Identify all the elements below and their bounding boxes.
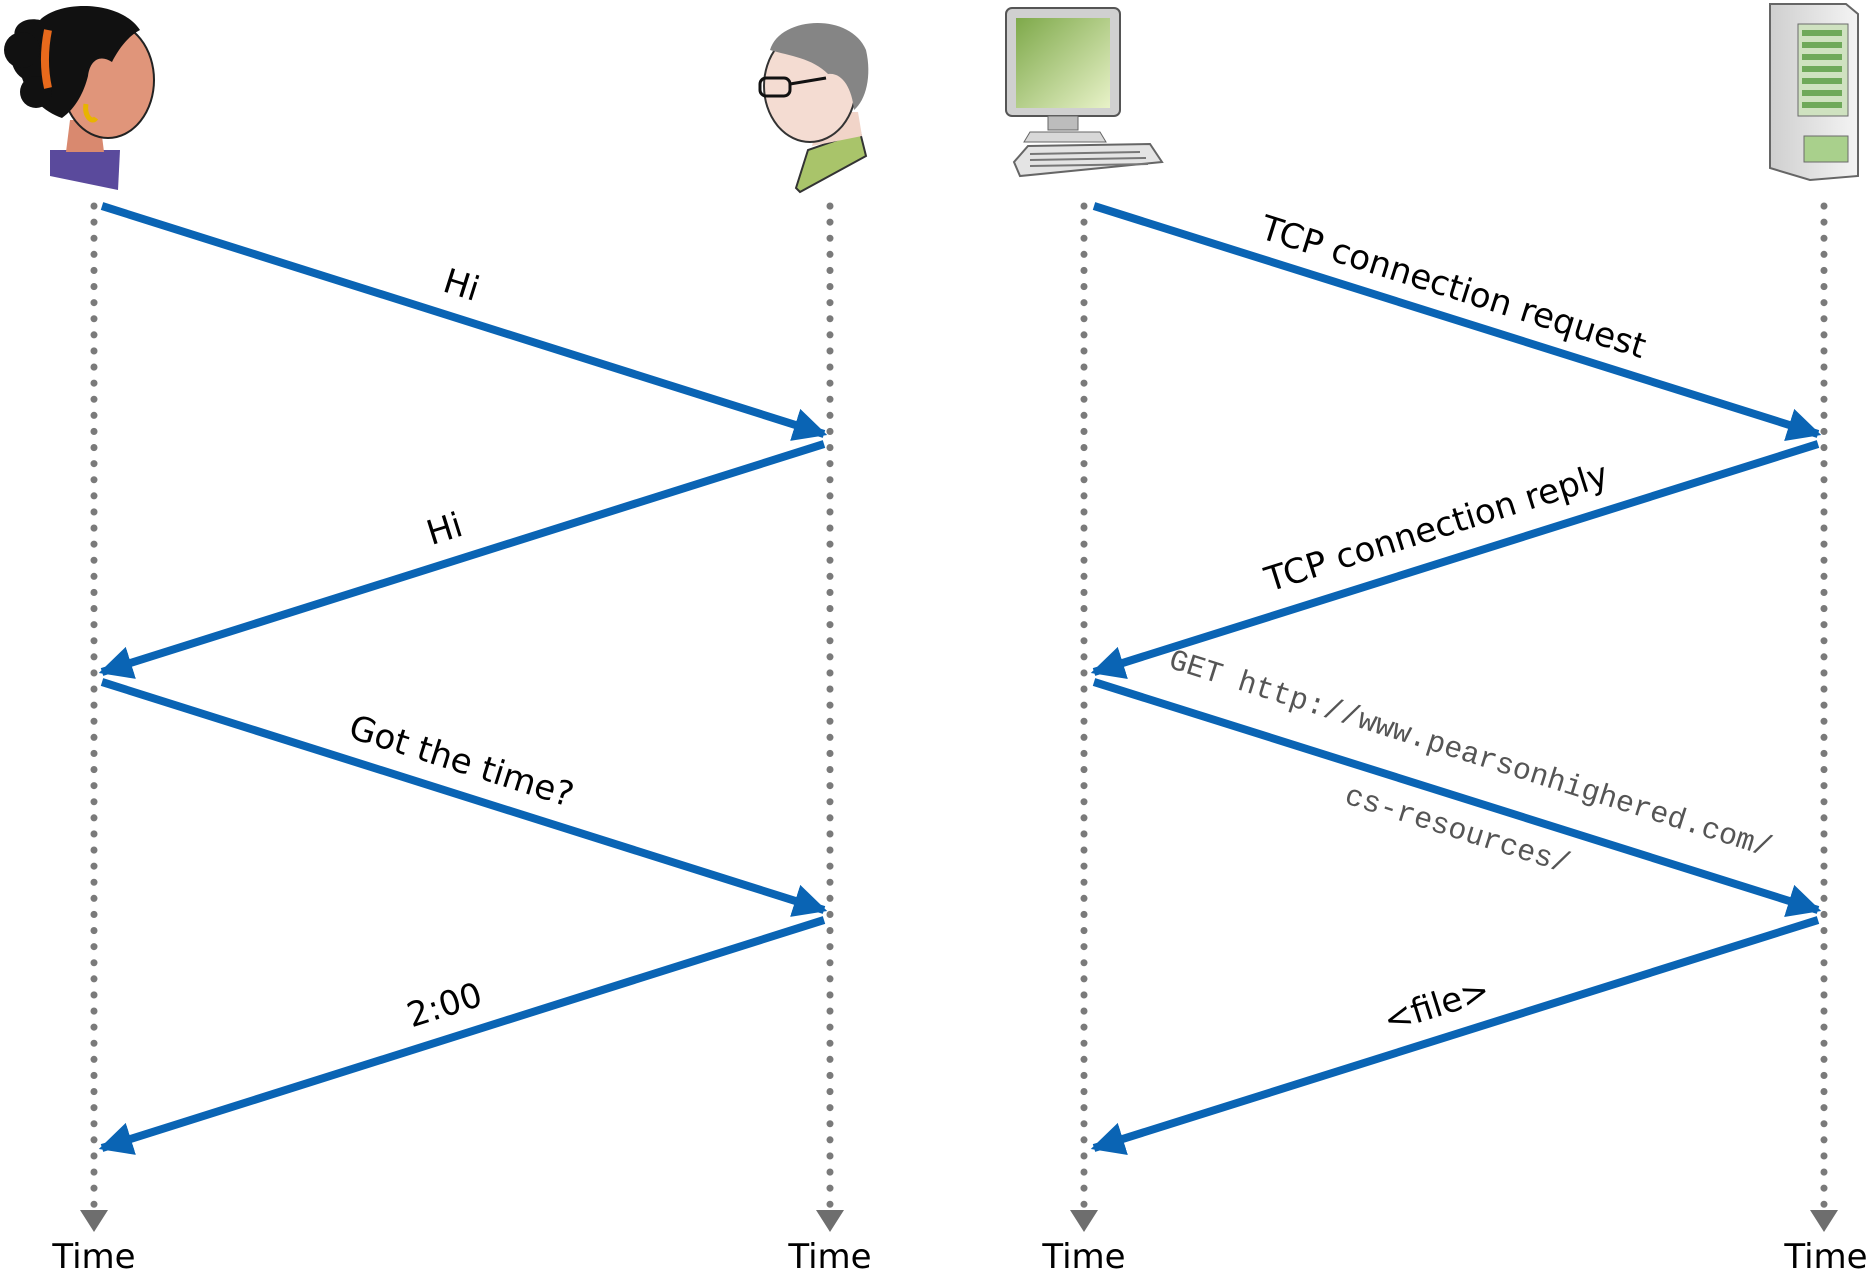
server-icon	[1769, 3, 1859, 182]
message-arrow-time-reply: 2:00	[98, 916, 826, 1155]
timeline-arrowhead	[1070, 1210, 1098, 1232]
message-arrow-hi-1: Hi	[100, 202, 828, 441]
timeline-arrowhead	[80, 1210, 108, 1232]
message-label: Hi	[422, 505, 467, 554]
message-arrow-tcp-request: TCP connection request	[1092, 202, 1822, 441]
message-arrow-hi-2: Hi	[98, 440, 826, 679]
message-label: TCP connection request	[1255, 208, 1651, 367]
computer-icon	[1005, 7, 1164, 178]
timeline-arrowhead	[1810, 1210, 1838, 1232]
message-arrow-got-the-time: Got the time?	[100, 678, 828, 917]
time-label-server: Time	[1783, 1237, 1866, 1277]
timeline-bob	[816, 202, 844, 1232]
message-arrow-http-get: GET http://www.pearsonhighered.com/ cs-r…	[1092, 644, 1822, 917]
message-label: Hi	[439, 261, 484, 310]
time-label-bob: Time	[787, 1237, 871, 1277]
man-icon	[758, 22, 869, 194]
time-label-alice: Time	[51, 1237, 135, 1277]
timeline-client	[1070, 202, 1098, 1232]
message-arrow-file-reply: <file>	[1090, 916, 1820, 1155]
timeline-server	[1810, 202, 1838, 1232]
woman-icon	[4, 6, 155, 190]
message-arrow-tcp-reply: TCP connection reply	[1090, 440, 1820, 679]
time-label-client: Time	[1041, 1237, 1125, 1277]
timeline-alice	[80, 202, 108, 1232]
timeline-arrowhead	[816, 1210, 844, 1232]
